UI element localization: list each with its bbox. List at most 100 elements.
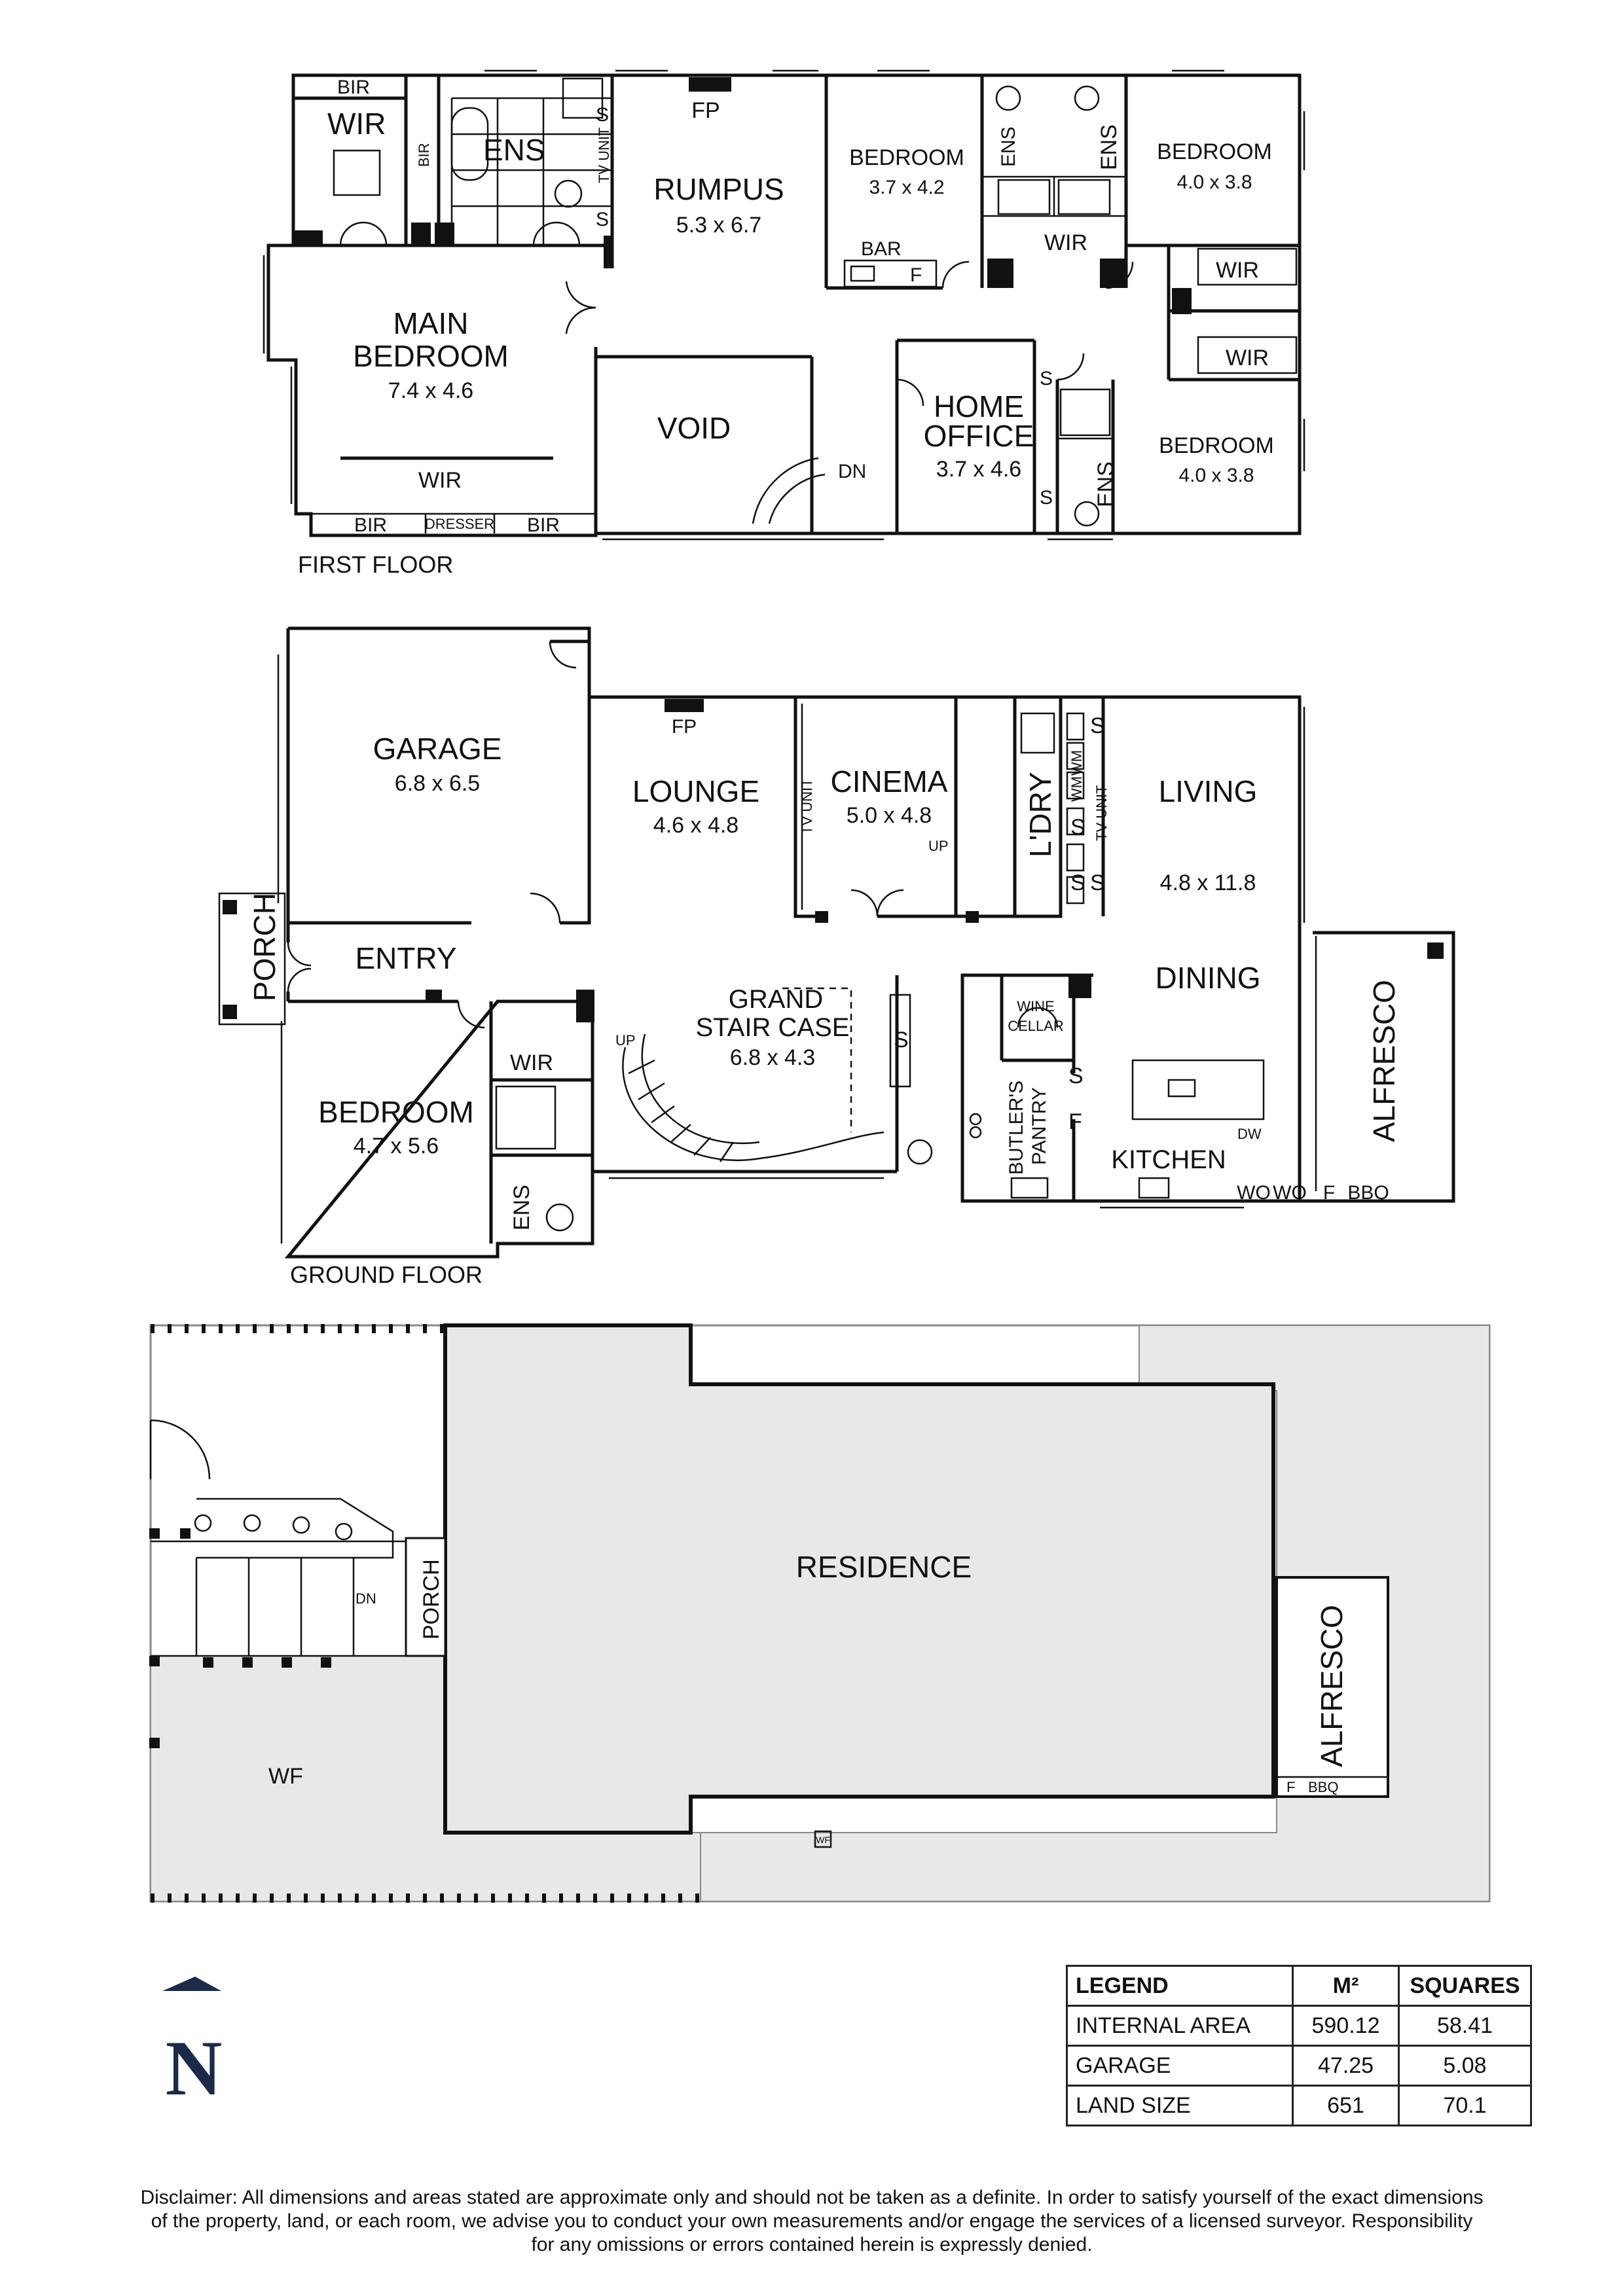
label-bar: BAR	[861, 238, 902, 260]
label-fp-ground: FP	[672, 716, 697, 738]
label-wmwm: WM	[1068, 776, 1085, 802]
first-floor-title: FIRST FLOOR	[298, 551, 453, 578]
legend-header-m2: M²	[1292, 1965, 1400, 2007]
legend-row-squares: 5.08	[1398, 2045, 1532, 2087]
label-s-b: S	[1070, 815, 1085, 840]
label-wir-r1: WIR	[1216, 258, 1259, 283]
first-floor-plan	[263, 69, 1305, 541]
label-tv-unit-first: TV UNIT	[596, 127, 612, 183]
label-cinema-dim: 5.0 x 4.8	[847, 803, 932, 828]
legend-row-m2: 47.25	[1292, 2045, 1400, 2087]
compass-letter: N	[166, 2024, 223, 2111]
legend-row-squares: 70.1	[1398, 2085, 1532, 2126]
label-main-bedroom-dim: 7.4 x 4.6	[388, 378, 473, 403]
label-s3: S	[1040, 368, 1053, 389]
label-ens-ground: ENS	[509, 1185, 534, 1230]
site-plan-labels: RESIDENCE PORCH DN WF WF ALFRESCO F BBQ	[268, 1550, 1349, 1845]
label-butlers: BUTLER'S	[1006, 1081, 1027, 1175]
label-dining: DINING	[1156, 961, 1261, 995]
label-alfresco-ground: ALFRESCO	[1367, 980, 1401, 1142]
label-home-office-dim: 3.7 x 4.6	[936, 457, 1021, 482]
label-alfresco-site: ALFRESCO	[1315, 1605, 1349, 1767]
label-ens-b2: ENS	[1097, 124, 1122, 170]
label-wm: WM	[1068, 750, 1085, 776]
label-s2: S	[596, 209, 609, 230]
label-garage: GARAGE	[373, 732, 502, 766]
ground-floor-plan	[218, 626, 1455, 1259]
label-cinema: CINEMA	[831, 764, 948, 798]
disclaimer-line: for any omissions or errors contained he…	[531, 2234, 1093, 2255]
label-porch-ground: PORCH	[247, 893, 282, 1001]
label-porch-site: PORCH	[419, 1559, 444, 1640]
label-dn-site: DN	[356, 1590, 376, 1607]
label-bbq-site: BBQ	[1308, 1779, 1338, 1795]
label-wf: WF	[268, 1764, 303, 1789]
label-f-kitchen: F	[1068, 1109, 1082, 1134]
first-floor-labels: BIR WIR BIR ENS TV UNIT S S FP RUMPUS 5.…	[298, 77, 1274, 578]
label-dresser: DRESSER	[425, 516, 494, 532]
label-void: VOID	[657, 411, 731, 445]
disclaimer: Disclaimer: All dimensions and areas sta…	[52, 2186, 1571, 2257]
label-lounge: LOUNGE	[632, 774, 759, 808]
label-bedroom-ground: BEDROOM	[318, 1095, 474, 1129]
legend-row: LAND SIZE 651 70.1	[1066, 2085, 1532, 2126]
legend-row-squares: 58.41	[1398, 2005, 1532, 2047]
label-bedroom-ground-dim: 4.7 x 5.6	[354, 1134, 439, 1158]
label-dn-first: DN	[838, 461, 866, 482]
label-s1: S	[596, 104, 609, 126]
label-bedroom-2-dim: 4.0 x 3.8	[1176, 171, 1252, 193]
label-bir-top: BIR	[337, 77, 370, 98]
disclaimer-line: Disclaimer: All dimensions and areas sta…	[140, 2187, 1484, 2208]
legend-row: INTERNAL AREA 590.12 58.41	[1066, 2005, 1532, 2047]
label-s-c: S	[1070, 870, 1085, 895]
label-bedroom-3: BEDROOM	[1159, 433, 1274, 458]
label-ens-b1: ENS	[998, 126, 1019, 167]
label-s-f: S	[1068, 1064, 1084, 1088]
north-compass: N	[162, 1977, 222, 2111]
label-wir-center: WIR	[1044, 230, 1087, 255]
label-rumpus: RUMPUS	[653, 172, 784, 206]
label-up-stair: UP	[615, 1032, 636, 1049]
label-s-e: S	[894, 1028, 909, 1052]
label-grand: GRAND	[729, 985, 823, 1014]
label-s-d: S	[1090, 870, 1105, 895]
label-wo-1: WO	[1237, 1182, 1271, 1204]
label-s4: S	[1040, 487, 1053, 509]
label-main: MAIN	[393, 306, 469, 340]
label-main-bedroom: BEDROOM	[353, 339, 509, 373]
legend-row: GARAGE 47.25 5.08	[1066, 2045, 1532, 2087]
label-bedroom-2: BEDROOM	[1157, 139, 1272, 164]
legend-row-label: GARAGE	[1066, 2045, 1294, 2087]
legend-header-row: LEGEND M² SQUARES	[1066, 1965, 1532, 2007]
label-tv-unit-ground-1: TV UNIT	[799, 778, 815, 834]
label-kitchen: KITCHEN	[1111, 1145, 1226, 1174]
label-bir-b1: BIR	[354, 514, 387, 536]
legend-row-label: LAND SIZE	[1066, 2085, 1294, 2126]
legend-header-label: LEGEND	[1066, 1965, 1294, 2007]
label-living: LIVING	[1159, 774, 1258, 808]
label-wir-r2: WIR	[1226, 346, 1269, 370]
label-living-dim: 4.8 x 11.8	[1160, 870, 1256, 895]
legend-header-squares: SQUARES	[1398, 1965, 1532, 2007]
label-bedroom-1: BEDROOM	[849, 145, 964, 170]
label-bbq-ground: BBQ	[1347, 1182, 1389, 1204]
label-grand-stair-dim: 6.8 x 4.3	[730, 1045, 815, 1070]
label-bar-f: F	[910, 264, 922, 286]
label-wir-ground: WIR	[510, 1050, 553, 1075]
label-stair-case: STAIR CASE	[696, 1013, 850, 1042]
label-bir-b2: BIR	[527, 514, 560, 536]
label-wir-bottom: WIR	[418, 468, 462, 493]
label-lounge-dim: 4.6 x 4.8	[653, 813, 739, 838]
legend-row-m2: 651	[1292, 2085, 1400, 2126]
north-arrow-icon	[162, 1977, 221, 1991]
label-wf-small: WF	[816, 1835, 830, 1845]
legend-row-m2: 590.12	[1292, 2005, 1400, 2047]
label-pantry: PANTRY	[1029, 1087, 1050, 1165]
site-plan	[149, 1323, 1491, 1903]
label-bedroom-1-dim: 3.7 x 4.2	[869, 177, 944, 198]
label-cellar: CELLAR	[1008, 1018, 1064, 1034]
legend-table: LEGEND M² SQUARES INTERNAL AREA 590.12 5…	[1066, 1965, 1532, 2126]
label-wine: WINE	[1017, 998, 1054, 1014]
ground-floor-labels: GARAGE 6.8 x 6.5 FP LOUNGE 4.6 x 4.8 TV …	[247, 713, 1401, 1288]
